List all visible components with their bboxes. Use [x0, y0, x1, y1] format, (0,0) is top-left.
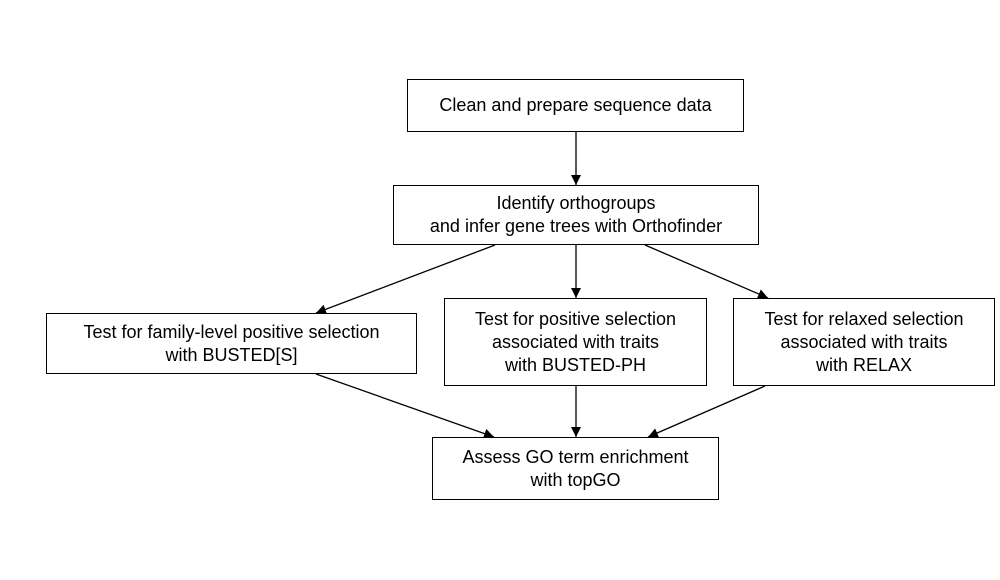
arrow-ortho-to-busteds — [315, 244, 496, 315]
step-go-enrichment-line-2: with topGO — [530, 469, 621, 490]
step-clean-prepare-line-1: Clean and prepare sequence data — [439, 95, 712, 115]
step-busted-ph-line-2: associated with traits — [491, 331, 660, 352]
step-orthogroups-line-1: Identify orthogroups — [496, 193, 656, 213]
step-busted-s-line-2: with BUSTED[S] — [165, 344, 298, 365]
step-clean-prepare-box: Clean and prepare sequence data — [407, 79, 744, 132]
arrow-relax-to-go — [647, 385, 766, 438]
arrow-busteds-to-go — [315, 373, 495, 439]
step-orthogroups-box: Identify orthogroups and infer gene tree… — [393, 185, 759, 245]
step-relax-line-2: associated with traits — [780, 331, 948, 352]
step-go-enrichment-line-1: Assess GO term enrichment — [462, 446, 689, 467]
step-relax-box: Test for relaxed selection associated wi… — [733, 298, 995, 386]
step-busted-ph-box: Test for positive selection associated w… — [444, 298, 707, 386]
step-go-enrichment-box: Assess GO term enrichment with topGO — [432, 437, 719, 500]
arrow-ortho-to-relax — [644, 244, 769, 299]
step-busted-s-line-1: Test for family-level positive selection — [83, 321, 380, 342]
step-orthogroups-line-2: and infer gene trees with Orthofinder — [429, 216, 723, 236]
step-busted-ph-line-3: with BUSTED-PH — [504, 354, 647, 375]
step-busted-s-box: Test for family-level positive selection… — [46, 313, 417, 374]
step-busted-ph-line-1: Test for positive selection — [474, 308, 677, 329]
step-relax-line-3: with RELAX — [815, 354, 913, 375]
step-relax-line-1: Test for relaxed selection — [764, 308, 964, 329]
edge-layer — [315, 132, 769, 439]
